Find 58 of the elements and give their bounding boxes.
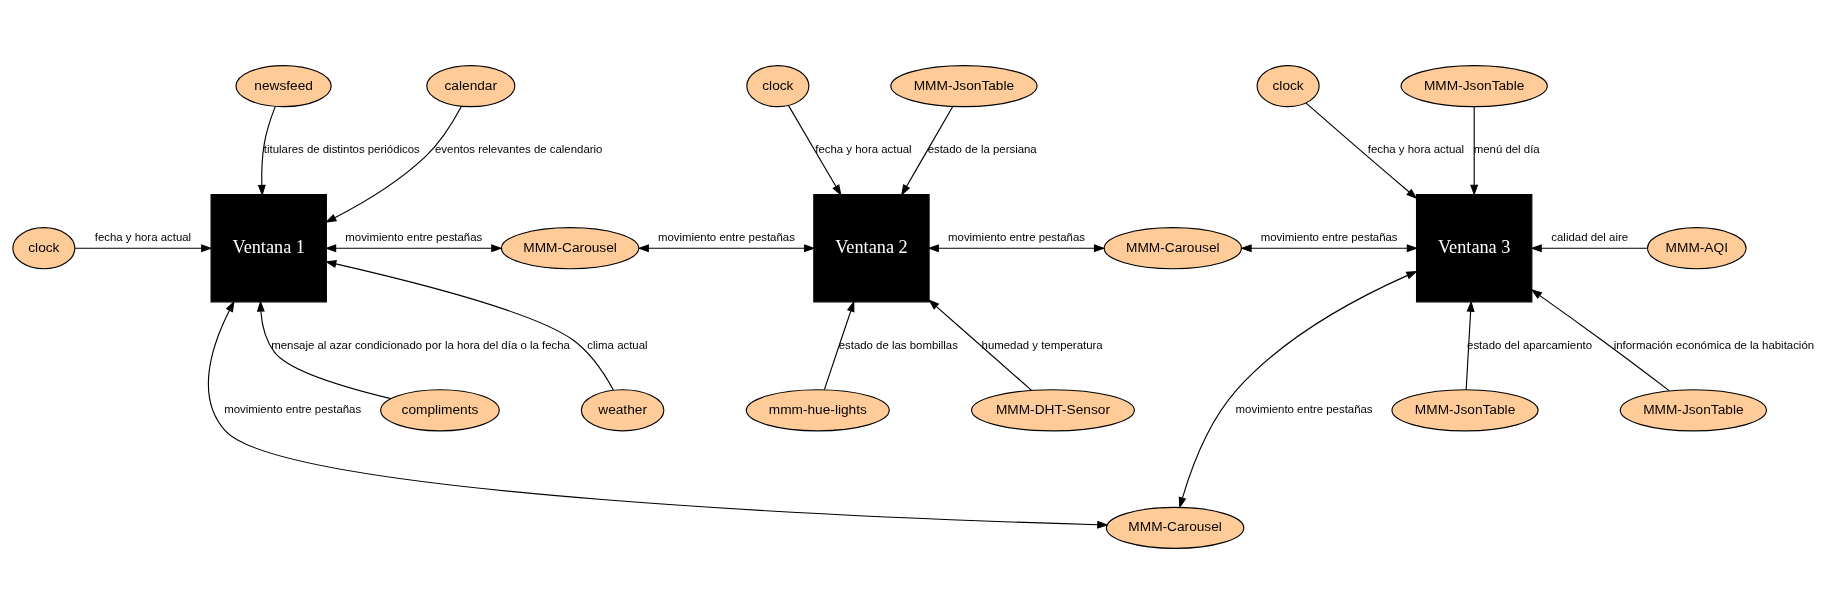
arrow	[1240, 243, 1419, 252]
node-ellipse: MMM-JsonTable	[1619, 388, 1768, 431]
arrow	[1530, 288, 1670, 391]
edge-label: movimiento entre pestañas	[1235, 402, 1373, 415]
arrow	[1465, 299, 1475, 390]
node-ellipse: MMM-Carousel	[1105, 506, 1245, 549]
node-box: Ventana 1	[210, 193, 327, 302]
edge-label: movimiento entre pestañas	[224, 402, 362, 415]
arrow	[207, 300, 1109, 529]
arrow	[257, 105, 276, 196]
edge-label: información económica de la habitación	[1613, 338, 1815, 351]
arrow	[1470, 105, 1479, 196]
edge-label: fecha y hora actual	[94, 230, 192, 243]
edge-label: estado de las bombillas	[838, 338, 958, 351]
arrow	[1305, 102, 1418, 199]
node-box: Ventana 3	[1415, 193, 1533, 302]
arrow	[324, 243, 503, 252]
arrow	[637, 243, 816, 252]
arrow	[324, 259, 615, 391]
node-ellipse: clock	[1256, 64, 1320, 107]
edge-label: eventos relevantes de calendario	[435, 142, 603, 155]
node-ellipse: clock	[746, 64, 810, 107]
edge-label: movimiento entre pestañas	[948, 230, 1085, 243]
edge-label: movimiento entre pestañas	[1260, 230, 1398, 243]
edge-label: fecha y hora actual	[815, 142, 912, 155]
arrow	[256, 299, 392, 399]
node-ellipse: calendar	[426, 64, 516, 107]
arrow	[788, 104, 842, 196]
node-ellipse: MMM-Carousel	[500, 226, 640, 269]
arrow	[823, 300, 855, 390]
edge-label: titulares de distintos periódicos	[263, 142, 420, 155]
node-ellipse: MMM-JsonTable	[1400, 64, 1548, 107]
node-ellipse: MMM-JsonTable	[1391, 388, 1539, 431]
arrow	[1178, 270, 1418, 509]
arrow	[901, 105, 954, 196]
arrow	[927, 243, 1106, 252]
edge-label: clima actual	[587, 338, 648, 351]
node-ellipse: MMM-AQI	[1646, 226, 1747, 269]
edge-label: estado de la persiana	[927, 142, 1037, 155]
node-ellipse: mmm-hue-lights	[745, 388, 890, 431]
arrow	[928, 298, 1033, 391]
node-ellipse: MMM-Carousel	[1103, 226, 1243, 269]
arrow	[1530, 243, 1649, 252]
edge-label: movimiento entre pestañas	[345, 230, 483, 243]
node-box: Ventana 2	[813, 193, 930, 302]
node-ellipse: clock	[12, 226, 76, 269]
node-ellipse: weather	[580, 388, 665, 431]
arrow	[325, 105, 462, 223]
node-ellipse: compliments	[380, 388, 500, 431]
arrow	[74, 243, 213, 252]
node-ellipse: MMM-JsonTable	[890, 64, 1038, 107]
edge-label: movimiento entre pestañas	[657, 230, 795, 243]
edge-label: fecha y hora actual	[1367, 142, 1465, 155]
edge-label: calidad del aire	[1551, 230, 1629, 243]
edge-label: mensaje al azar condicionado por la hora del día o la fecha	[271, 338, 570, 351]
edge-label: humedad y temperatura	[981, 338, 1103, 351]
node-ellipse: MMM-DHT-Sensor	[970, 388, 1135, 431]
node-ellipse: newsfeed	[235, 64, 332, 107]
